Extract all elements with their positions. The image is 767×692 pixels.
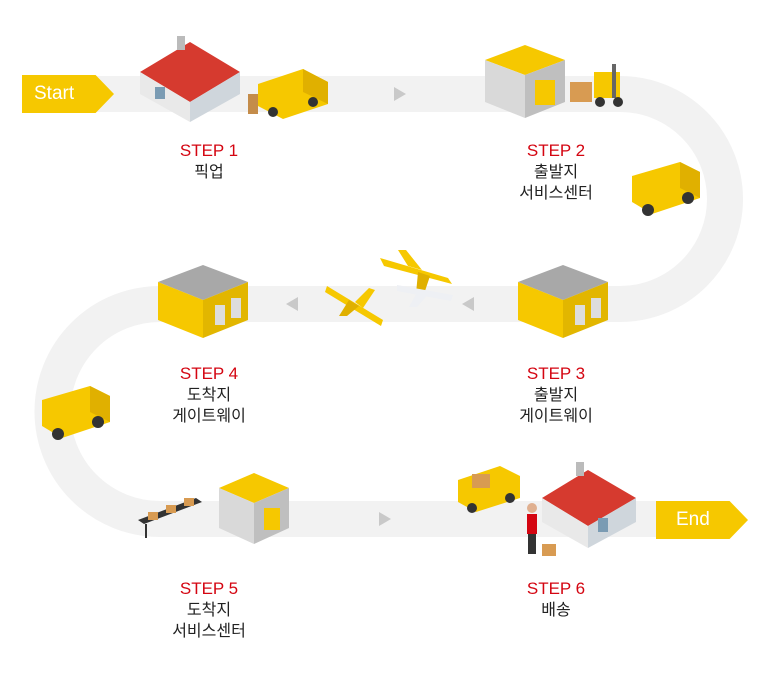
step-description: 배송 [541, 602, 571, 619]
service-center-icon [219, 473, 289, 544]
step-number: STEP 6 [526, 579, 586, 598]
step-5: STEP 5 도착지 서비스센터 [139, 578, 279, 642]
start-tag: Start [22, 75, 114, 113]
end-tag: End [656, 501, 748, 539]
step-number: STEP 5 [179, 579, 239, 598]
house-icon [542, 462, 636, 548]
direction-arrow-4 [379, 512, 391, 526]
step-description: 서비스센터 [172, 623, 246, 640]
direction-arrow-1 [394, 87, 406, 101]
step-2: STEP 2 출발지 서비스센터 [486, 140, 626, 204]
step-number: STEP 2 [526, 141, 586, 160]
airplane-icon [325, 286, 383, 326]
direction-arrow-2 [462, 297, 474, 311]
step-description: 출발지 [533, 387, 579, 404]
gateway-building-icon [158, 265, 248, 338]
step-number: STEP 4 [179, 364, 239, 383]
service-center-icon [485, 45, 565, 118]
step-4: STEP 4 도착지 게이트웨이 [139, 363, 279, 427]
step-number: STEP 1 [179, 141, 239, 160]
courier-icon [527, 503, 556, 556]
airplane-icon [380, 250, 452, 294]
step-6: STEP 6 배송 [486, 578, 626, 621]
step-1: STEP 1 픽업 [139, 140, 279, 183]
step-3: STEP 3 출발지 게이트웨이 [486, 363, 626, 427]
truck-icon [632, 162, 700, 216]
step-description: 서비스센터 [519, 185, 593, 202]
direction-arrow-3 [286, 297, 298, 311]
conveyor-icon [138, 498, 202, 538]
step-number: STEP 3 [526, 364, 586, 383]
gateway-building-icon [518, 265, 608, 338]
airplane-shadow-icon [397, 285, 453, 307]
step-description: 도착지 [186, 387, 232, 404]
step-description: 도착지 [186, 602, 232, 619]
delivery-van-icon [458, 466, 520, 513]
step-description: 게이트웨이 [519, 408, 593, 425]
forklift-icon [570, 64, 623, 107]
step-description: 픽업 [194, 164, 224, 181]
pickup-van-icon [248, 69, 328, 119]
step-description: 게이트웨이 [172, 408, 246, 425]
truck-icon [42, 386, 110, 440]
house-icon [140, 36, 240, 122]
step-description: 출발지 [533, 164, 579, 181]
